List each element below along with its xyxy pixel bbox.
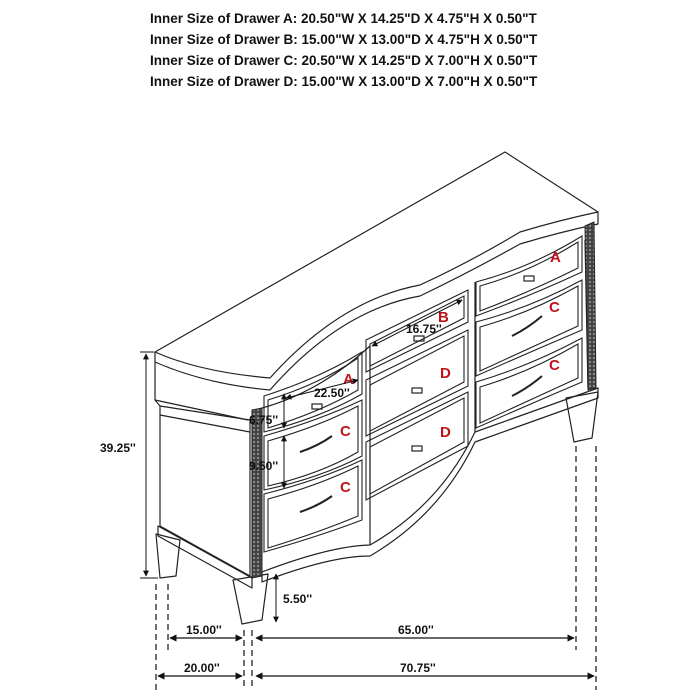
knob-right-a bbox=[523, 275, 535, 282]
dim-depth-overall: 20.00'' bbox=[184, 661, 220, 675]
extension-lines bbox=[155, 446, 597, 690]
drawer-left-c1 bbox=[263, 399, 363, 491]
handle-right-c1 bbox=[511, 315, 543, 337]
handle-right-c2 bbox=[511, 375, 543, 397]
label-drawer-c-left-2: C bbox=[340, 479, 351, 496]
dresser-side-panel bbox=[154, 362, 251, 577]
spec-drawer-c: Inner Size of Drawer C: 20.50"W X 14.25"… bbox=[150, 53, 538, 68]
dresser-side-plinth bbox=[157, 525, 253, 589]
drawer-center-d1 bbox=[365, 329, 469, 437]
knob-left-a bbox=[311, 403, 323, 410]
label-drawer-d-2: D bbox=[440, 424, 451, 441]
front-right-leg bbox=[565, 391, 599, 443]
dresser-body bbox=[154, 151, 599, 625]
label-drawer-a-right: A bbox=[550, 249, 561, 266]
label-drawer-c-left-1: C bbox=[340, 423, 351, 440]
label-drawer-c-right-1: C bbox=[549, 299, 560, 316]
drawer-left-c2 bbox=[263, 459, 363, 553]
dim-drawer-width-a: 22.50'' bbox=[314, 386, 350, 400]
drawer-letter-labels: A A B C C C C D D bbox=[340, 249, 561, 496]
knob-center-b bbox=[413, 335, 425, 342]
dim-drawer-height-a: 6.75'' bbox=[249, 413, 278, 427]
spec-drawer-d: Inner Size of Drawer D: 15.00"W X 13.00"… bbox=[150, 74, 538, 89]
dim-width-inner: 65.00'' bbox=[398, 623, 434, 637]
drawer-right-c1 bbox=[475, 279, 583, 377]
handle-left-c1 bbox=[299, 435, 333, 453]
dresser-top-edge bbox=[154, 212, 599, 391]
dimension-lines bbox=[140, 299, 463, 623]
handle-left-c2 bbox=[299, 495, 333, 513]
drawer-specs: Inner Size of Drawer A: 20.50"W X 14.25"… bbox=[150, 8, 690, 92]
drawer-center-d2 bbox=[365, 391, 469, 501]
back-left-leg bbox=[155, 533, 181, 579]
dim-depth-inner: 15.00'' bbox=[186, 623, 222, 637]
right-pilaster bbox=[584, 221, 597, 391]
spec-drawer-a: Inner Size of Drawer A: 20.50"W X 14.25"… bbox=[150, 11, 537, 26]
drawer-right-c2 bbox=[475, 337, 583, 429]
label-drawer-d-1: D bbox=[440, 365, 451, 382]
spec-drawer-b: Inner Size of Drawer B: 15.00"W X 13.00"… bbox=[150, 32, 538, 47]
dimension-labels: 39.25'' 22.50'' 16.75'' 6.75'' 9.50'' 5.… bbox=[100, 322, 442, 675]
dim-width-overall: 70.75'' bbox=[400, 661, 436, 675]
dim-drawer-height-c: 9.50'' bbox=[249, 459, 278, 473]
dresser-top bbox=[154, 151, 599, 379]
left-pilaster bbox=[251, 407, 263, 579]
dim-drawer-width-b: 16.75'' bbox=[406, 322, 442, 336]
label-drawer-c-right-2: C bbox=[549, 357, 560, 374]
drawer-fronts bbox=[263, 235, 583, 553]
knob-center-d1 bbox=[411, 387, 423, 394]
drawer-right-a bbox=[475, 235, 583, 317]
dim-leg-height: 5.50'' bbox=[283, 592, 312, 606]
drawer-handles bbox=[299, 275, 543, 513]
dim-overall-height: 39.25'' bbox=[100, 441, 136, 455]
bottom-dimension-lines bbox=[157, 634, 595, 680]
knob-center-d2 bbox=[411, 445, 423, 452]
